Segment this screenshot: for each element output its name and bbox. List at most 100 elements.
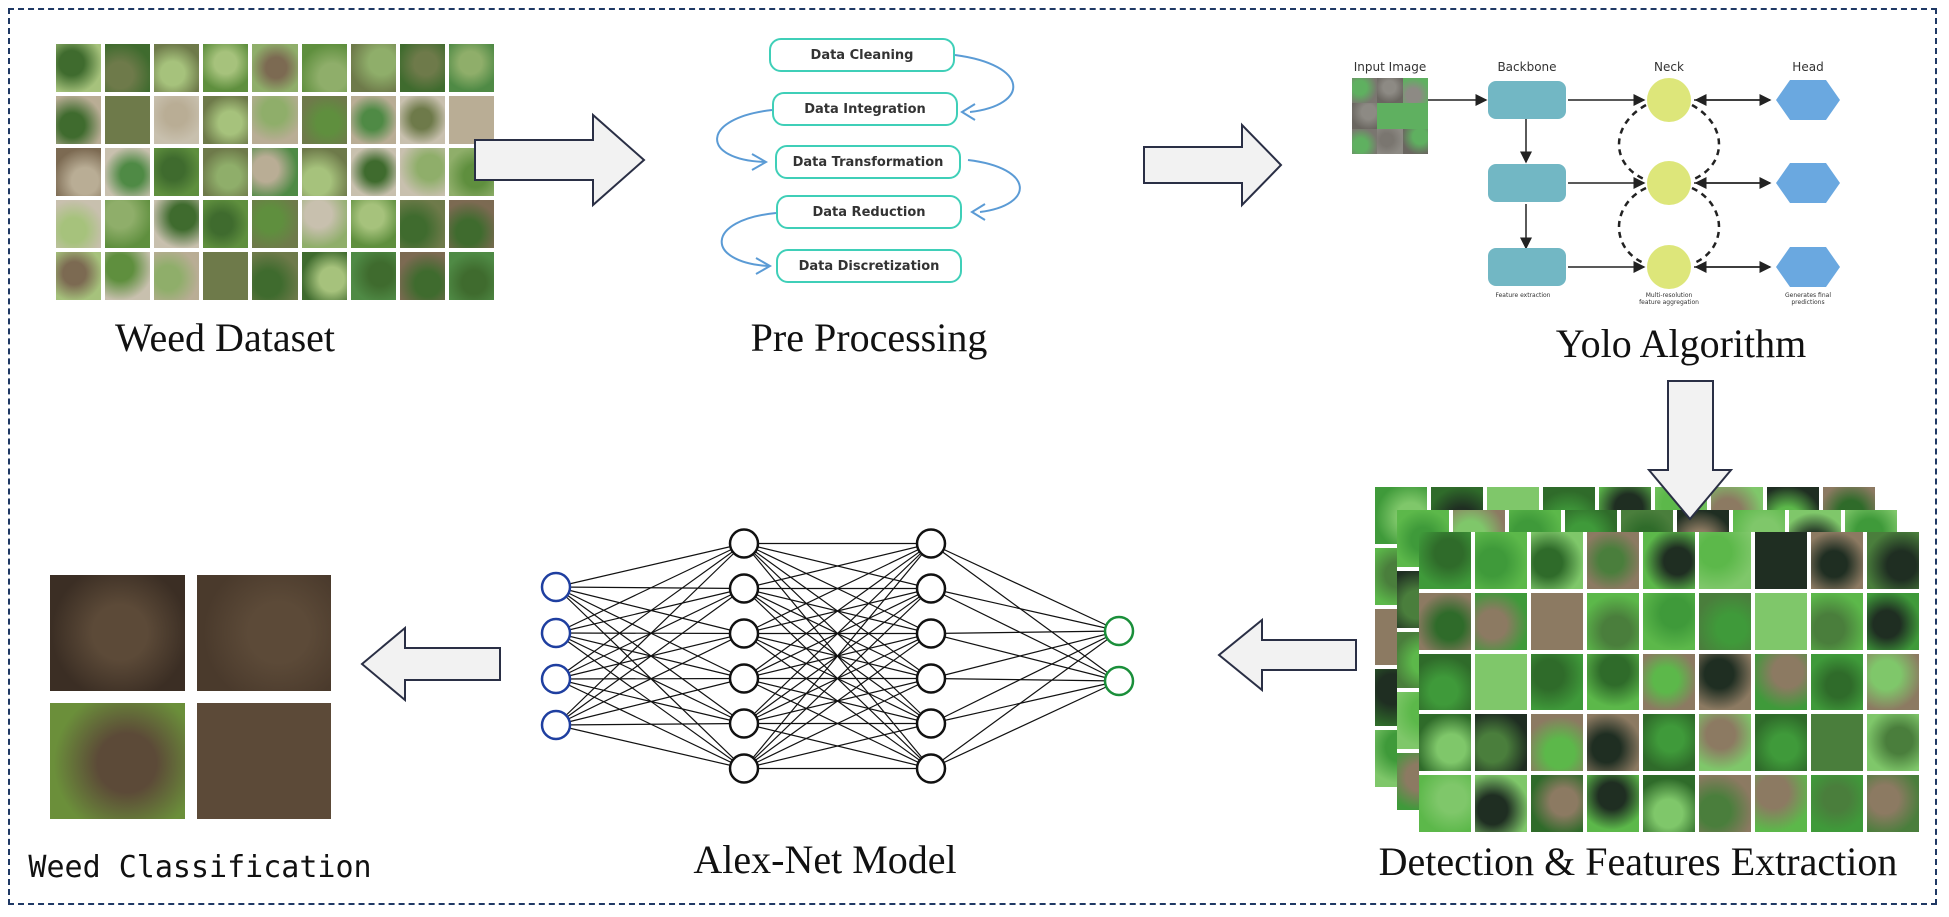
arrow-down-icon — [1646, 380, 1734, 521]
network-connection — [930, 630, 1120, 635]
network-connection — [743, 542, 932, 635]
network-connection — [930, 680, 1120, 770]
network-connection — [743, 633, 932, 769]
yolo-backbone-label: Backbone — [1497, 60, 1557, 74]
photo-tile — [252, 44, 298, 92]
output-neuron — [1103, 665, 1135, 697]
neck-node — [1647, 78, 1691, 122]
hidden-neuron — [915, 708, 947, 739]
photo-tile — [1419, 775, 1471, 832]
photo-tile — [1811, 653, 1863, 711]
photo-tile — [1377, 128, 1403, 154]
network-connection — [743, 588, 932, 769]
photo-tile — [203, 44, 249, 92]
photo-tile — [105, 96, 151, 144]
alexnet-label: Alex-Net Model — [693, 837, 957, 882]
photo-tile — [1352, 128, 1378, 154]
photo-tile — [1531, 653, 1583, 711]
network-connection — [743, 543, 932, 769]
photo-tile — [50, 703, 185, 819]
photo-tile — [399, 44, 445, 92]
yolo-input-image-label: Input Image — [1353, 60, 1427, 74]
photo-tile — [203, 96, 249, 144]
arrow-left-icon — [1217, 617, 1357, 693]
neck-node — [1647, 161, 1691, 205]
pp-flow-arrows — [716, 54, 1021, 275]
yolo-neck-label: Neck — [1654, 60, 1684, 74]
weed-classification-image — [50, 575, 331, 819]
photo-tile — [301, 96, 347, 144]
photo-tile — [1587, 532, 1639, 589]
photo-tile — [1352, 78, 1378, 104]
photo-tile — [399, 252, 445, 300]
network-connection — [555, 543, 745, 680]
photo-tile — [252, 200, 298, 248]
photo-tile — [105, 252, 151, 300]
weed-classification-label: Weed Classification — [28, 850, 372, 885]
pre-processing-label: Pre Processing — [750, 315, 988, 360]
photo-tile — [252, 96, 298, 144]
photo-tile — [399, 200, 445, 248]
network-connection — [555, 542, 745, 588]
photo-tile — [301, 44, 347, 92]
photo-tile — [399, 148, 445, 196]
photo-tile — [56, 44, 102, 92]
photo-tile — [1867, 714, 1919, 772]
photo-tile — [1377, 78, 1403, 104]
photo-tile — [448, 200, 494, 248]
hidden-neuron — [915, 753, 947, 784]
network-connection — [930, 630, 1120, 680]
pp-step-data-reduction: Data Reduction — [776, 195, 962, 229]
photo-tile — [1475, 775, 1527, 832]
photo-tile — [1699, 592, 1751, 650]
pp-step-data-cleaning: Data Cleaning — [769, 38, 955, 72]
yolo-architecture — [1428, 78, 1840, 289]
diagram-border — [8, 8, 1937, 905]
hidden-neuron — [915, 573, 947, 604]
photo-tile — [1352, 103, 1378, 129]
yolo-algorithm-label: Yolo Algorithm — [1555, 321, 1807, 366]
photo-tile — [105, 148, 151, 196]
photo-tile — [1587, 775, 1639, 832]
photo-tile — [154, 96, 200, 144]
network-connection — [555, 543, 745, 726]
photo-tile — [154, 44, 200, 92]
weed-dataset-image — [56, 44, 494, 300]
network-connection — [930, 632, 1120, 682]
photo-tile — [105, 200, 151, 248]
photo-tile — [1699, 532, 1751, 589]
hidden-neuron — [915, 663, 947, 694]
photo-tile — [350, 44, 396, 92]
network-connection — [555, 724, 745, 770]
photo-tile — [196, 703, 331, 819]
photo-tile — [56, 200, 102, 248]
photo-tile — [1699, 714, 1751, 772]
photo-tile — [1402, 103, 1428, 129]
photo-tile — [1811, 714, 1863, 772]
network-connection — [930, 630, 1120, 725]
head-block — [1776, 247, 1840, 287]
backbone-block — [1488, 164, 1566, 202]
photo-tile — [1531, 592, 1583, 650]
backbone-block — [1488, 248, 1566, 286]
yolo-backbone-caption: Feature extraction — [1495, 292, 1551, 299]
network-connection — [555, 722, 745, 726]
network-connection — [743, 543, 932, 724]
head-block — [1776, 163, 1840, 203]
photo-tile — [1419, 653, 1471, 711]
photo-tile — [154, 200, 200, 248]
network-connection — [555, 588, 745, 726]
network-connection — [930, 543, 1120, 682]
photo-tile — [1867, 653, 1919, 711]
photo-tile — [1867, 532, 1919, 589]
photo-tile — [1643, 775, 1695, 832]
photo-tile — [1587, 714, 1639, 772]
neck-node — [1647, 245, 1691, 289]
hidden-neuron — [728, 618, 760, 649]
photo-tile — [1811, 775, 1863, 832]
photo-tile — [196, 575, 331, 691]
photo-tile — [1531, 714, 1583, 772]
backbone-block — [1488, 81, 1566, 119]
photo-tile — [1867, 592, 1919, 650]
photo-tile — [1419, 532, 1471, 589]
